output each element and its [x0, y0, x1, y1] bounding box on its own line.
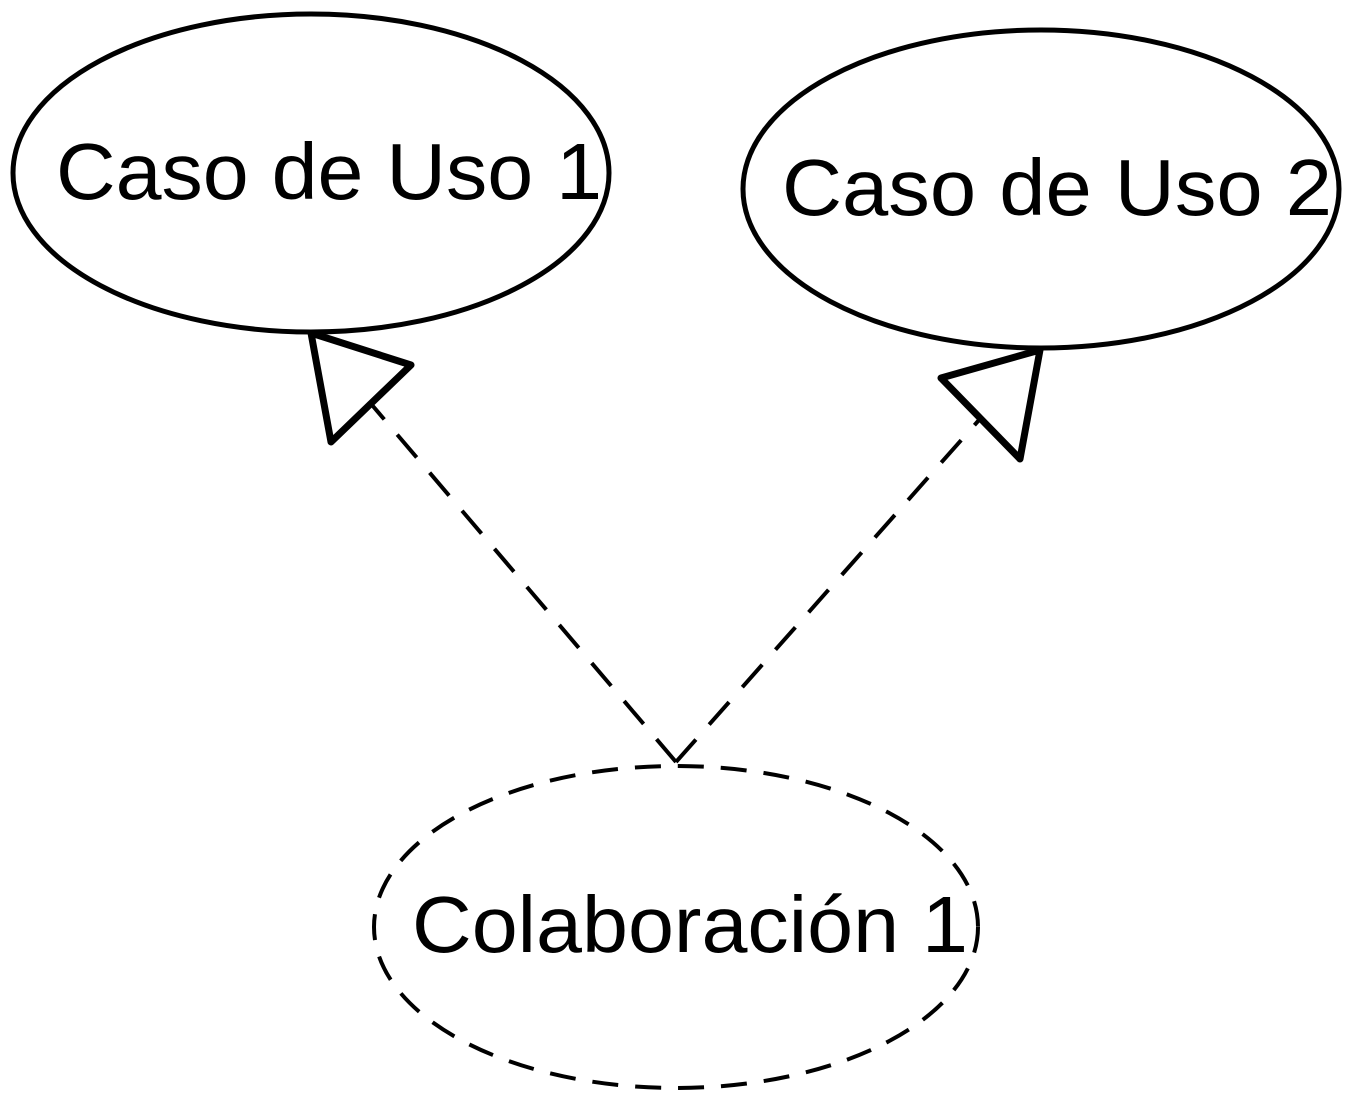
- use-case-2-label: Caso de Uso 2: [782, 143, 1332, 232]
- collaboration-1-label: Colaboración 1: [412, 880, 968, 969]
- realization-to-use-case-1[interactable]: [307, 329, 678, 764]
- use-case-1-node[interactable]: Caso de Uso 1: [10, 11, 612, 335]
- collaboration-1-ellipse: [372, 764, 980, 1090]
- realization-2-dashed-line: [674, 418, 981, 764]
- realization-to-use-case-2[interactable]: [674, 346, 1044, 764]
- realization-1-dashed-line: [370, 403, 678, 764]
- use-case-1-label: Caso de Uso 1: [56, 127, 602, 216]
- realization-2-hollow-arrowhead: [937, 346, 1044, 463]
- collaboration-1-node[interactable]: Colaboración 1: [372, 764, 980, 1090]
- use-case-2-node[interactable]: Caso de Uso 2: [740, 27, 1342, 351]
- realization-1-hollow-arrowhead: [307, 329, 415, 446]
